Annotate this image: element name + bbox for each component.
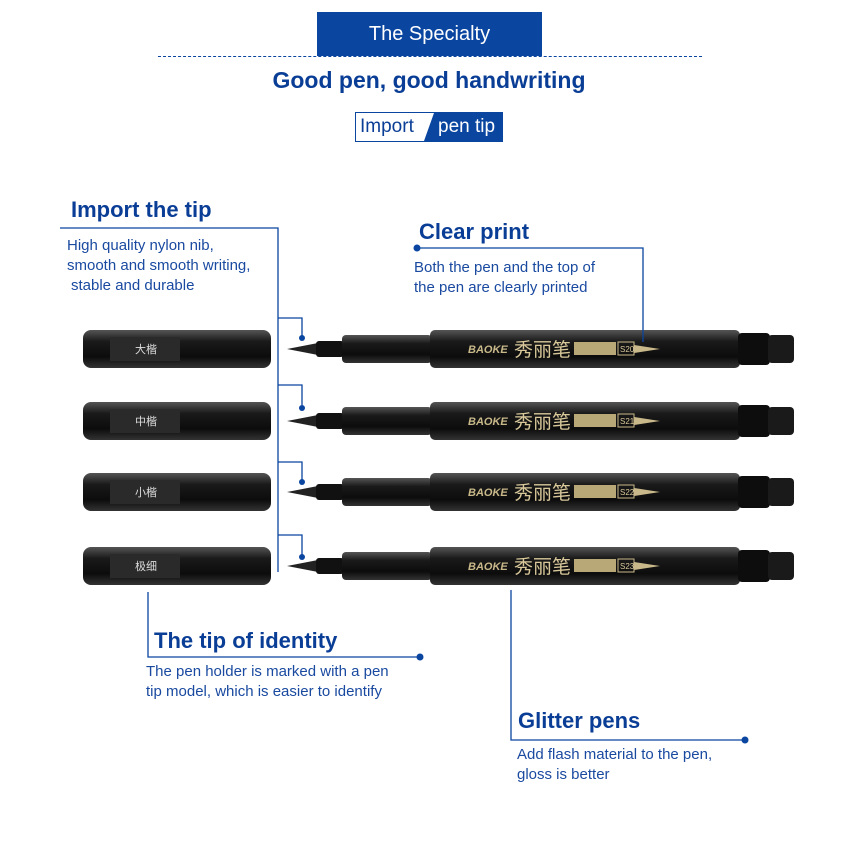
tag-right: pen tip — [424, 113, 502, 141]
text-line: Both the pen and the top of — [414, 259, 595, 276]
page-subtitle: Good pen, good handwriting — [272, 67, 586, 93]
text-line: tip model, which is easier to identify — [146, 683, 382, 700]
tip-identity-title: The tip of identity — [154, 628, 338, 653]
glitter-text: Add flash material to the pen, gloss is … — [517, 745, 712, 785]
brand-label: BAOKE — [468, 561, 508, 573]
callout-lines — [60, 227, 745, 741]
pen-body: BAOKE 秀丽笔 S22 — [287, 473, 794, 511]
text-line: stable and durable — [71, 277, 195, 294]
text-line: gloss is better — [517, 766, 610, 783]
clear-print-title: Clear print — [419, 219, 530, 244]
pen-name: 秀丽笔 — [514, 411, 571, 433]
cap-label: 极细 — [135, 559, 157, 573]
pen-cap: 小楷 — [83, 473, 271, 511]
pen-name: 秀丽笔 — [514, 482, 571, 504]
pen-s23: 极细 BAOKE 秀丽笔 S23 — [83, 547, 794, 585]
pen-name: 秀丽笔 — [514, 339, 571, 361]
clear-print-text: Both the pen and the top of the pen are … — [414, 258, 595, 298]
text-line: the pen are clearly printed — [414, 279, 588, 296]
brand-label: BAOKE — [468, 487, 508, 499]
pen-name: 秀丽笔 — [514, 556, 571, 578]
dashed-divider — [158, 56, 702, 57]
tip-identity-text: The pen holder is marked with a pen tip … — [146, 662, 389, 702]
import-tip-text: High quality nylon nib, smooth and smoot… — [67, 236, 250, 296]
text-line: smooth and smooth writing, — [67, 257, 251, 274]
cap-label: 小楷 — [135, 485, 157, 499]
pen-body: BAOKE 秀丽笔 S21 — [287, 402, 794, 440]
pen-cap: 大楷 — [83, 330, 271, 368]
cap-label: 中楷 — [135, 414, 157, 428]
pen-s21: 中楷 BAOKE 秀丽笔 S21 — [83, 402, 794, 440]
cap-label: 大楷 — [135, 342, 157, 356]
model-label: S22 — [620, 488, 635, 497]
text-line: The pen holder is marked with a pen — [146, 663, 389, 680]
import-tip-title: Import the tip — [71, 197, 212, 222]
model-label: S21 — [620, 417, 635, 426]
brand-label: BAOKE — [468, 416, 508, 428]
pen-cap: 极细 — [83, 547, 271, 585]
specialty-banner: The Specialty — [317, 12, 542, 56]
brand-label: BAOKE — [468, 344, 508, 356]
import-pen-tip-tag: Import pen tip — [355, 112, 503, 142]
pen-body: BAOKE 秀丽笔 S20 — [287, 330, 794, 368]
text-line: Add flash material to the pen, — [517, 746, 713, 763]
text-line: High quality nylon nib, — [67, 237, 214, 254]
model-label: S23 — [620, 562, 635, 571]
glitter-title: Glitter pens — [518, 708, 641, 733]
pen-body: BAOKE 秀丽笔 S23 — [287, 547, 794, 585]
tag-left: Import — [360, 116, 414, 137]
callout-dots — [299, 244, 749, 744]
model-label: S20 — [620, 345, 635, 354]
pen-s20: 大楷 BAOKE 秀丽笔 S20 — [83, 330, 794, 368]
pen-cap: 中楷 — [83, 402, 271, 440]
pen-s22: 小楷 BAOKE 秀丽笔 S22 — [83, 473, 794, 511]
